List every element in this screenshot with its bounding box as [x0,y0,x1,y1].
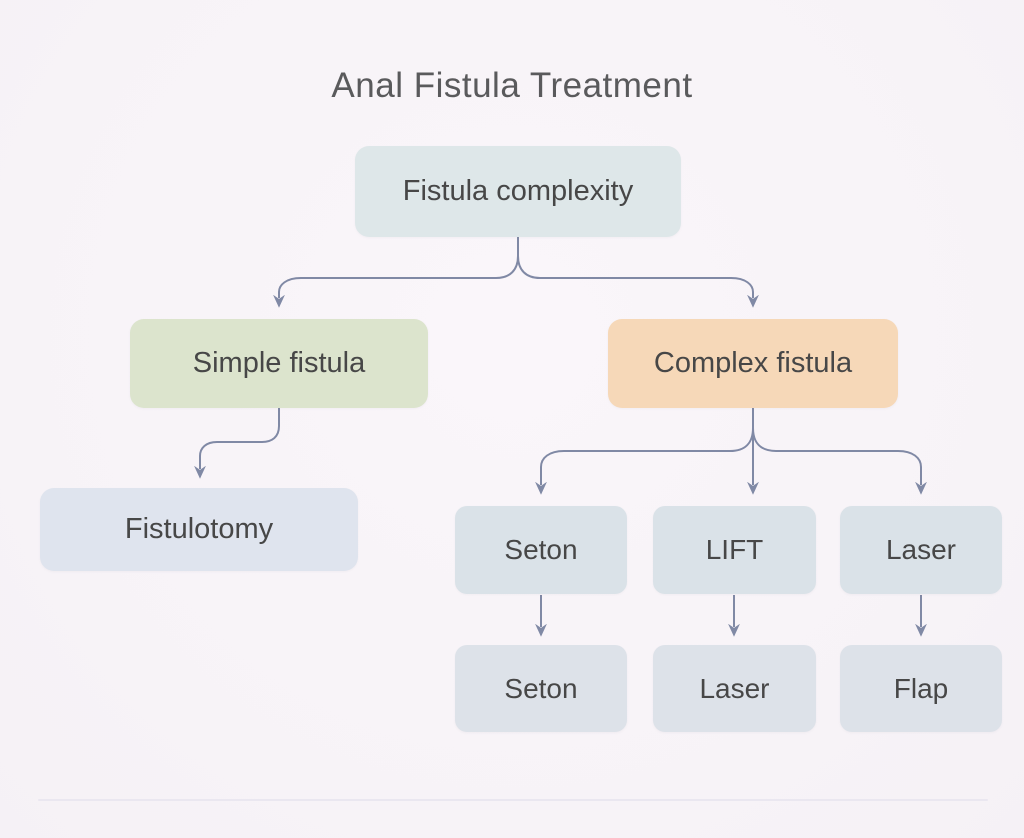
node-complex-fistula: Complex fistula [608,319,898,408]
node-fistula-complexity: Fistula complexity [355,146,681,237]
node-seton-outcome: Seton [455,645,627,732]
node-flap-outcome: Flap [840,645,1002,732]
node-simple-fistula: Simple fistula [130,319,428,408]
node-laser-option: Laser [840,506,1002,594]
edge-simple-to-fistulotomy [194,408,280,479]
node-fistulotomy: Fistulotomy [40,488,358,571]
edge-complex-to-seton [535,408,754,495]
edge-complexity-to-complex [517,237,759,308]
node-lift-option: LIFT [653,506,816,594]
footer-divider [38,799,988,801]
edge-complex-to-laser [752,408,927,495]
node-seton-option: Seton [455,506,627,594]
edge-complexity-to-simple [273,237,519,308]
page-title: Anal Fistula Treatment [331,66,693,105]
node-laser-outcome: Laser [653,645,816,732]
